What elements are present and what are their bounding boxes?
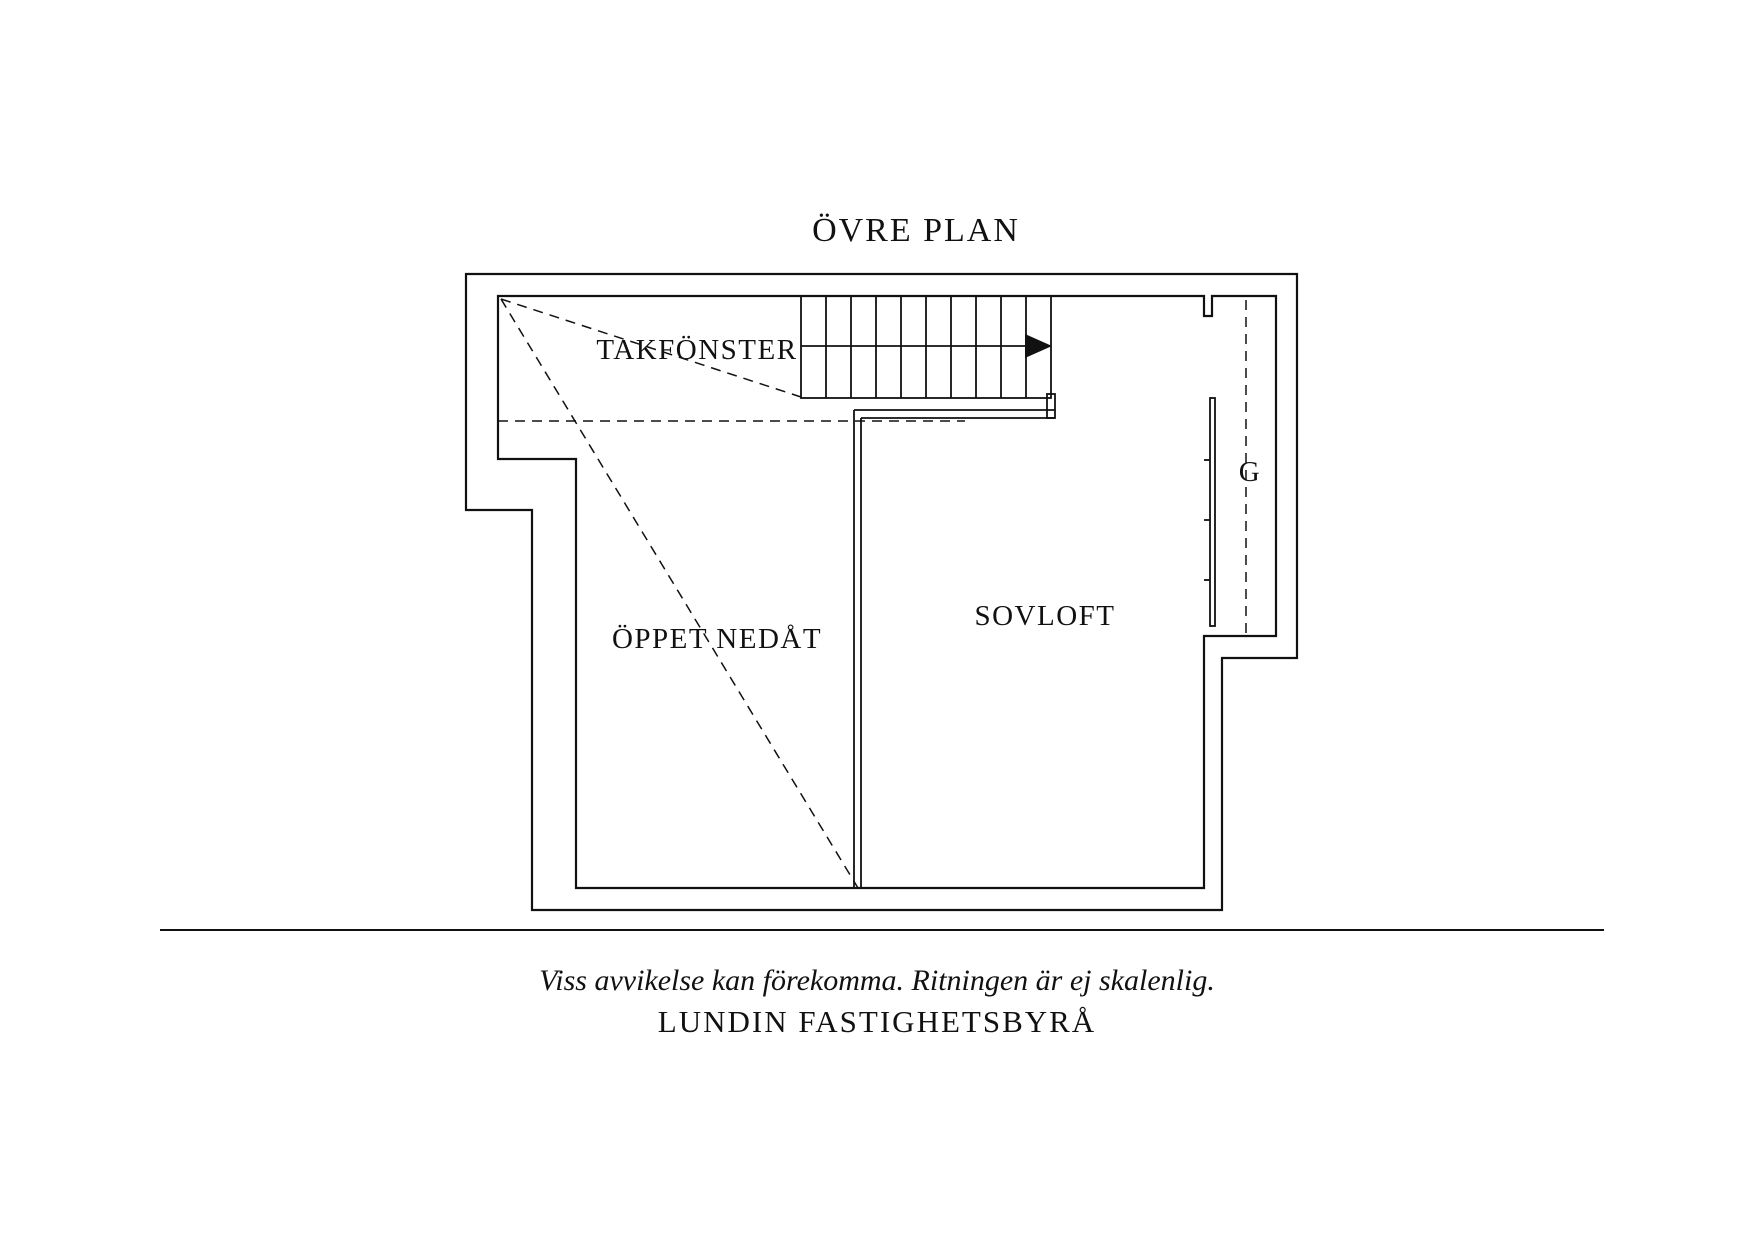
dashed-markings <box>498 298 1247 889</box>
company-name: LUNDIN FASTIGHETSBYRÅ <box>657 1004 1097 1039</box>
inner-wall <box>496 294 1278 890</box>
staircase <box>800 295 1056 419</box>
wardrobe-doors <box>1204 397 1216 627</box>
room-label-oppet-nedat: ÖPPET NEDÅT <box>612 623 822 655</box>
outer-wall <box>464 272 1299 912</box>
disclaimer-text: Viss avvikelse kan förekomma. Ritningen … <box>539 964 1215 997</box>
room-label-takfonster: TAKFÖNSTER <box>596 334 797 366</box>
room-label-garderob: G <box>1239 456 1261 488</box>
stair-direction-arrow-icon <box>1025 334 1052 358</box>
room-label-sovloft: SOVLOFT <box>974 600 1115 632</box>
partition-wall <box>853 409 1055 888</box>
plan-title: ÖVRE PLAN <box>812 212 1020 249</box>
